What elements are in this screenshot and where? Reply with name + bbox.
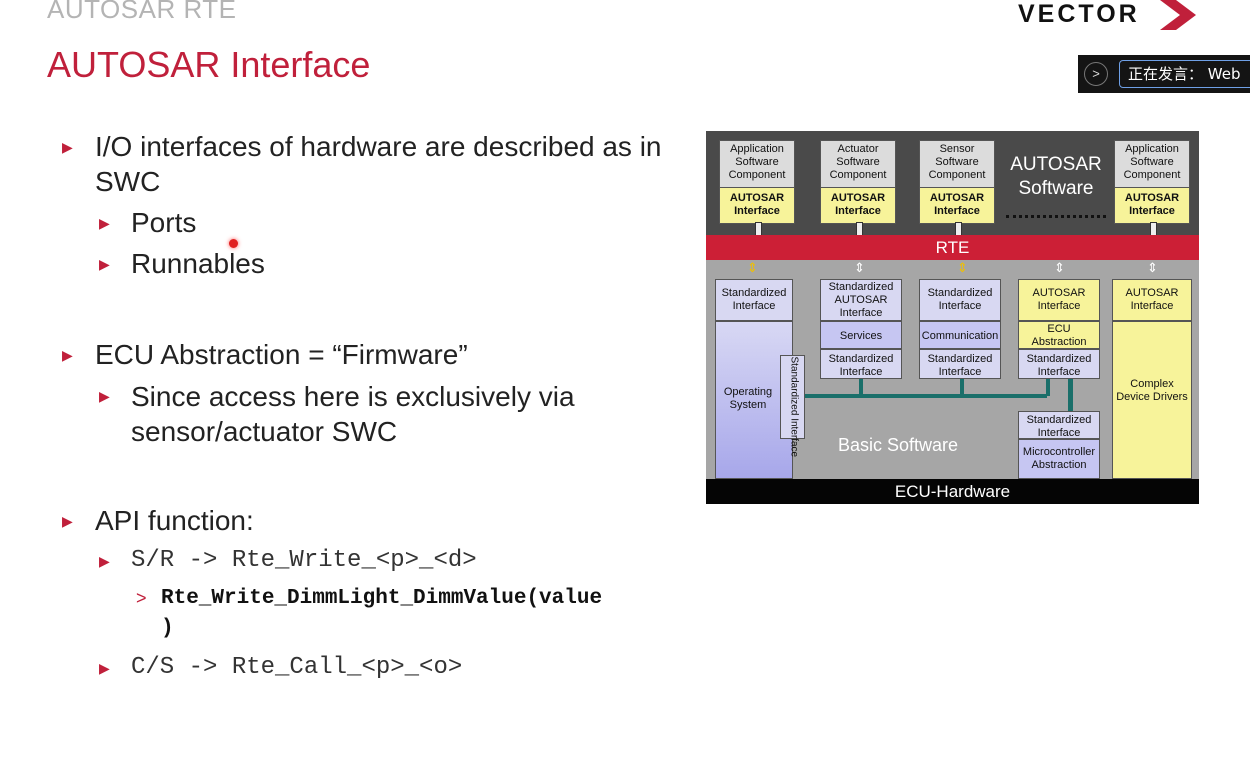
bullet-triangle-icon: ▶	[99, 388, 110, 404]
sub-bullet-access: Since access here is exclusively via sen…	[131, 381, 575, 447]
swc-actuator: Actuator Software Component AUTOSAR Inte…	[820, 140, 896, 224]
ecu-hardware-bar: ECU-Hardware	[706, 479, 1199, 504]
comm-std-interface: Standardized Interface	[919, 349, 1001, 379]
swc-application-1: Application Software Component AUTOSAR I…	[719, 140, 795, 224]
bus-link	[960, 379, 964, 396]
rte-write-example: Rte_Write_DimmLight_DimmValue(value	[161, 587, 603, 610]
bus-link	[1068, 379, 1073, 411]
bullet-ecu-abstraction: ECU Abstraction = “Firmware”	[95, 339, 468, 370]
speaking-indicator: > 正在发言： Web	[1078, 55, 1250, 93]
bullet-triangle-icon: ▶	[99, 215, 110, 231]
mcal-std-interface: Standardized Interface	[1018, 411, 1100, 439]
os-std-interface: Standardized Interface	[715, 279, 793, 321]
sub-bullet-runnables: Runnables	[131, 248, 265, 279]
comm-std-interface-top: Standardized Interface	[919, 279, 1001, 321]
operating-system-label: Operating System	[723, 386, 773, 411]
services-std-autosar-interface: Standardized AUTOSAR Interface	[820, 279, 902, 321]
cdd-autosar-interface: AUTOSAR Interface	[1112, 279, 1192, 321]
complex-device-drivers-block: Complex Device Drivers	[1112, 321, 1192, 479]
services-block: Services	[820, 321, 902, 349]
ecu-std-interface: Standardized Interface	[1018, 349, 1100, 379]
communication-block: Communication	[919, 321, 1001, 349]
bullet-triangle-icon: ▶	[99, 553, 110, 569]
sub-bullet-cs: C/S -> Rte_Call_<p>_<o>	[131, 654, 463, 681]
bsw-bus	[805, 394, 1047, 398]
vector-logo-text: VECTOR	[1018, 0, 1140, 28]
arrow-icon: ⇕	[957, 260, 968, 275]
swc-sensor: Sensor Software Component AUTOSAR Interf…	[919, 140, 995, 224]
arrow-icon: ⇕	[854, 260, 865, 275]
dotted-separator	[1006, 215, 1106, 218]
autosar-software-label: AUTOSAR Software	[1010, 154, 1102, 199]
speaking-label: 正在发言： Web	[1119, 60, 1250, 88]
services-std-interface: Standardized Interface	[820, 349, 902, 379]
bullet-triangle-icon: ▶	[62, 139, 73, 155]
swc-application-2: Application Software Component AUTOSAR I…	[1114, 140, 1190, 224]
bus-link	[1046, 379, 1050, 396]
sub-bullet-sr: S/R -> Rte_Write_<p>_<d>	[131, 547, 477, 574]
arrow-icon: ⇕	[747, 260, 758, 275]
bullet-triangle-icon: ▶	[62, 347, 73, 363]
os-vertical-std-interface: Standardized Interface	[780, 355, 805, 457]
basic-software-label: Basic Software	[838, 435, 959, 455]
microcontroller-abstraction-block: Microcontroller Abstraction	[1018, 439, 1100, 479]
ecu-abstraction-block: ECU Abstraction	[1018, 321, 1100, 349]
slide-title: AUTOSAR Interface	[47, 44, 371, 85]
bus-link	[859, 379, 863, 396]
laser-pointer-icon	[229, 239, 238, 248]
rte-bar: RTE	[706, 235, 1199, 260]
bullet-triangle-icon: ▶	[62, 513, 73, 529]
expand-button[interactable]: >	[1084, 62, 1108, 86]
chevron-right-icon: >	[136, 588, 147, 608]
rte-write-example-close: )	[161, 617, 174, 640]
section-title: AUTOSAR RTE	[47, 0, 237, 24]
arrow-icon: ⇕	[1054, 260, 1065, 275]
bullet-api-function: API function:	[95, 505, 254, 536]
bullet-io-interfaces: I/O interfaces of hardware are described…	[95, 131, 662, 197]
sub-bullet-ports: Ports	[131, 207, 197, 238]
autosar-architecture-diagram: Application Software Component AUTOSAR I…	[706, 131, 1199, 504]
ecu-autosar-interface: AUTOSAR Interface	[1018, 279, 1100, 321]
bullet-triangle-icon: ▶	[99, 256, 110, 272]
bullet-triangle-icon: ▶	[99, 660, 110, 676]
vector-logo-chevron-icon	[1160, 0, 1196, 30]
arrow-icon: ⇕	[1147, 260, 1158, 275]
